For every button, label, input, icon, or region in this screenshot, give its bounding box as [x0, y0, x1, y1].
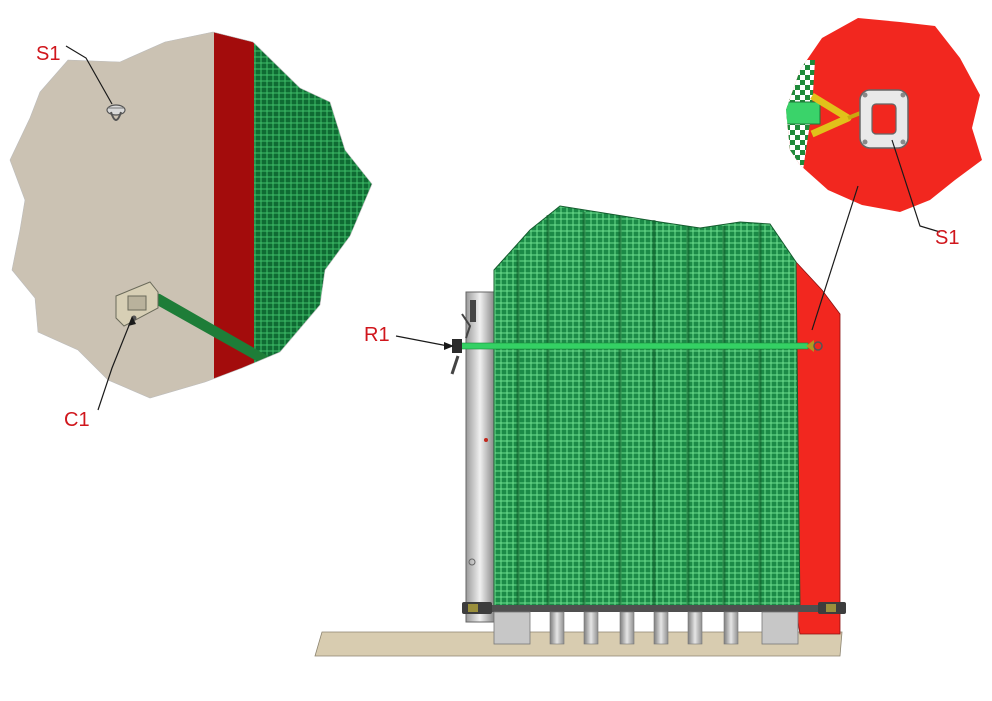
leader-lines: [65, 45, 941, 411]
strap-right-hook-icon: [806, 340, 823, 352]
left-strap: [148, 292, 268, 364]
right-strap: [786, 101, 821, 125]
arrow-heads: [128, 316, 454, 350]
bottom-pillars: [493, 611, 799, 645]
strap-left-clamp-icon: [450, 313, 472, 375]
shackle-s1-left-icon: [106, 104, 126, 121]
green-net: [493, 205, 801, 611]
net-folds: [516, 212, 762, 610]
label-r1: R1: [364, 324, 390, 346]
strap-r1: [455, 342, 809, 350]
shackle-s1-right-icon: [859, 89, 909, 149]
left-detail-outline: [9, 31, 373, 399]
bottom-bar: [470, 605, 842, 612]
right-detail-view: [786, 18, 982, 212]
bottom-left-ratchet-icon: [462, 602, 492, 614]
floor: [314, 631, 843, 657]
net-edge-green: [254, 32, 372, 380]
label-c1: C1: [64, 409, 90, 431]
bottom-right-ratchet-icon: [818, 602, 846, 614]
label-s1-right: S1: [935, 227, 959, 249]
clamp-c1-icon: [115, 281, 159, 327]
label-s1-left: S1: [36, 43, 60, 65]
left-metal-panel: [465, 291, 495, 623]
red-side-wall: [795, 260, 841, 635]
main-view: [314, 205, 846, 657]
